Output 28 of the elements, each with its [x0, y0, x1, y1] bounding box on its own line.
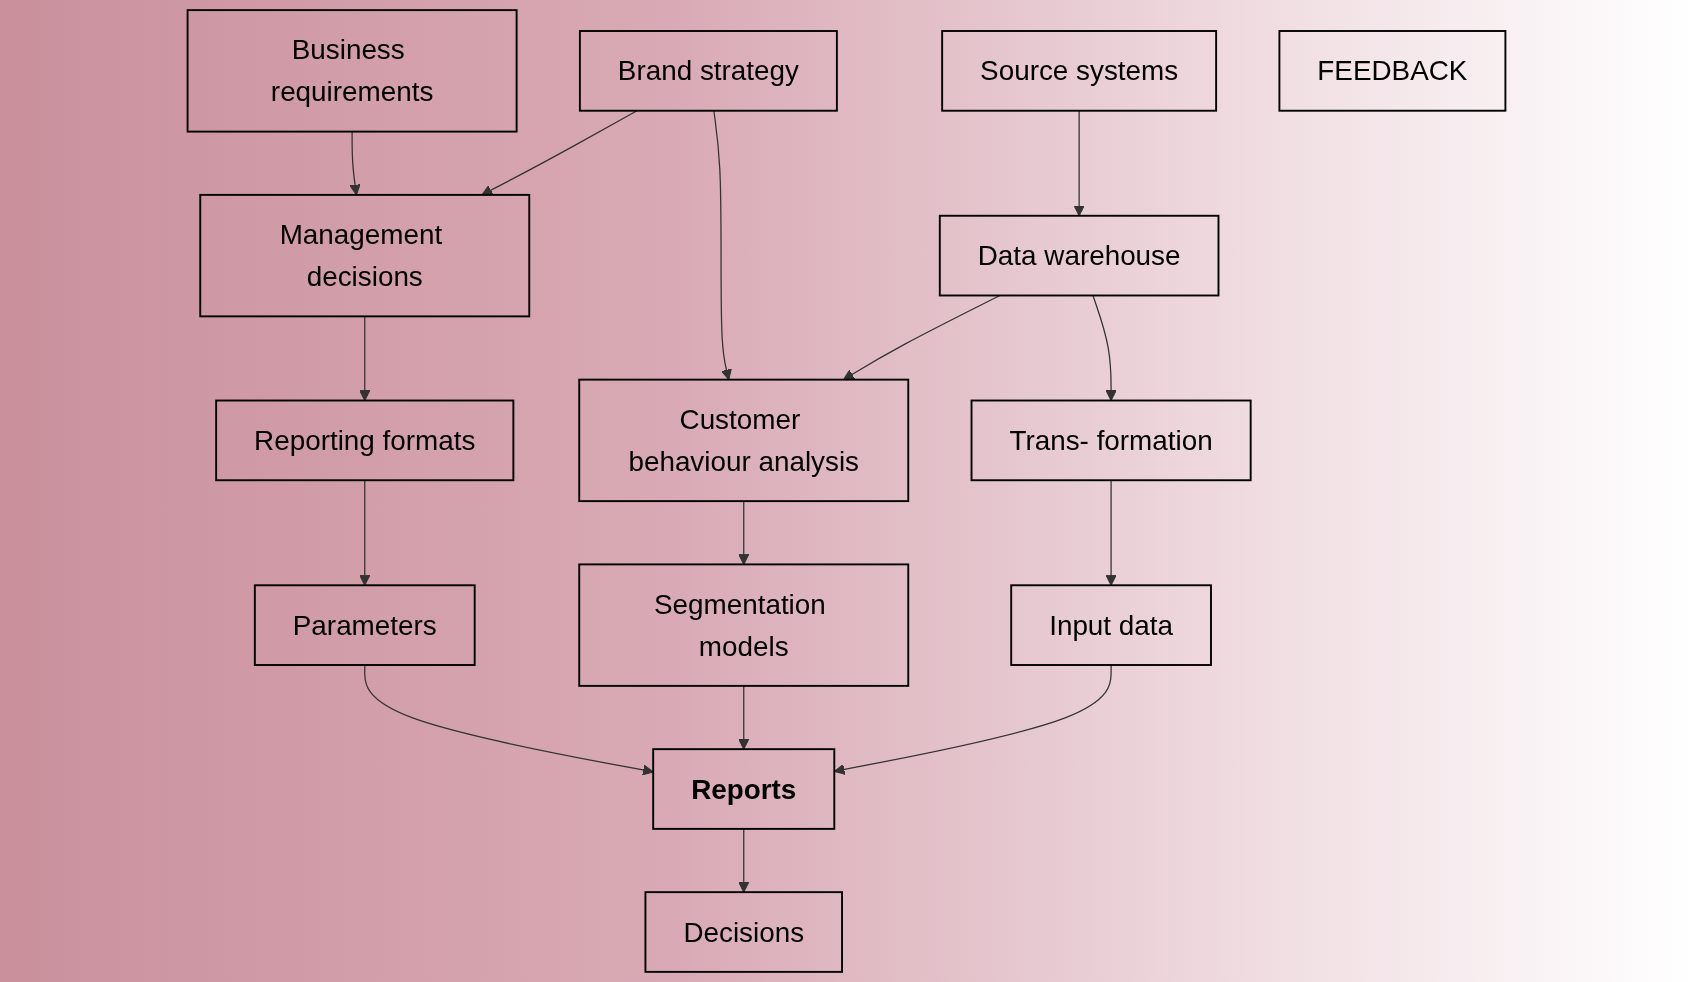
arrow	[833, 664, 1112, 775]
node-box: FEEDBACK	[1278, 30, 1507, 112]
arrow	[359, 315, 371, 402]
arrow	[738, 685, 750, 750]
node-box: Business requirements	[186, 9, 518, 133]
node-box: Brand strategy	[578, 30, 838, 112]
arrow	[359, 479, 371, 586]
arrow	[349, 130, 361, 196]
arrow	[843, 294, 1001, 381]
arrow	[738, 828, 750, 893]
node-box: Management decisions	[199, 193, 531, 318]
node-box: Segmentation models	[578, 563, 910, 687]
arrow	[713, 110, 732, 381]
arrow	[738, 500, 750, 565]
arrow	[481, 110, 638, 196]
arrow	[1105, 479, 1117, 586]
node-box: Parameters	[253, 584, 476, 666]
node-box: Reporting formats	[215, 399, 515, 482]
arrow	[1092, 294, 1117, 402]
node-box: Decisions	[644, 891, 843, 973]
arrow	[364, 664, 654, 776]
node-box: Input data	[1010, 584, 1212, 666]
arrow	[1073, 110, 1085, 217]
node-box: Reports	[652, 748, 836, 830]
node-box: Trans- formation	[970, 399, 1252, 482]
node-box: Source systems	[941, 30, 1218, 112]
node-box: Data warehouse	[938, 214, 1220, 297]
node-box: Customer behaviour analysis	[578, 378, 910, 503]
